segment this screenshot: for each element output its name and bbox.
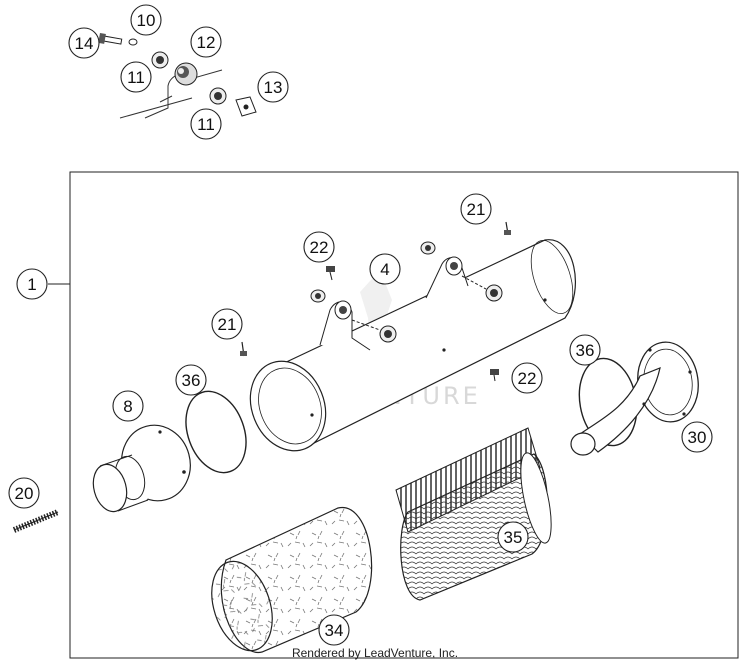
callout-13: 13 xyxy=(257,71,289,103)
callout-4: 4 xyxy=(369,253,401,285)
assembly-frame xyxy=(69,171,739,659)
callout-36-right: 36 xyxy=(569,334,601,366)
svg-text:1: 1 xyxy=(27,275,36,294)
svg-text:36: 36 xyxy=(182,371,201,390)
callout-11-top: 11 xyxy=(120,61,152,93)
svg-text:20: 20 xyxy=(15,484,34,503)
svg-text:10: 10 xyxy=(137,11,156,30)
svg-text:34: 34 xyxy=(325,621,344,640)
svg-text:35: 35 xyxy=(504,528,523,547)
svg-text:22: 22 xyxy=(518,369,537,388)
end-cap-inlet-part xyxy=(92,424,191,513)
callout-21-lower: 21 xyxy=(211,308,243,340)
svg-text:11: 11 xyxy=(127,68,145,87)
screw-part xyxy=(98,33,123,45)
gasket-part-left xyxy=(185,390,247,474)
callout-20: 20 xyxy=(8,477,40,509)
callout-22-upper: 22 xyxy=(303,231,335,263)
svg-text:4: 4 xyxy=(380,260,389,279)
screw-21-lower xyxy=(240,341,247,357)
callout-11-bottom: 11 xyxy=(190,108,222,140)
callout-35: 35 xyxy=(497,521,529,553)
svg-text:21: 21 xyxy=(218,315,237,334)
clip-nut-part xyxy=(235,96,257,117)
perforated-core-part xyxy=(395,427,552,601)
callout-22-lower: 22 xyxy=(511,362,543,394)
spring-part xyxy=(12,509,60,533)
end-cap-outlet-part xyxy=(570,341,699,456)
callout-8: 8 xyxy=(112,390,144,422)
muffler-mount-bushings xyxy=(310,241,503,343)
footer-credit: Rendered by LeadVenture, Inc. xyxy=(291,646,459,660)
svg-text:14: 14 xyxy=(75,34,94,53)
rubber-grommet-part xyxy=(174,62,198,86)
svg-text:13: 13 xyxy=(264,78,283,97)
washer-part xyxy=(128,38,138,46)
callout-10: 10 xyxy=(130,4,162,36)
callout-14: 14 xyxy=(68,27,100,59)
callout-30: 30 xyxy=(681,421,713,453)
bushing-part xyxy=(209,87,227,105)
callout-12: 12 xyxy=(190,26,222,58)
svg-text:8: 8 xyxy=(123,397,132,416)
muffler-body-part xyxy=(249,239,576,452)
screw-21-upper xyxy=(504,221,511,235)
bushing-part xyxy=(151,51,169,69)
screw-22-upper xyxy=(326,266,335,281)
svg-text:12: 12 xyxy=(197,33,216,52)
svg-text:30: 30 xyxy=(688,428,707,447)
svg-text:36: 36 xyxy=(576,341,595,360)
callout-36-left: 36 xyxy=(175,364,207,396)
callout-34: 34 xyxy=(318,614,350,646)
callout-1: 1 xyxy=(16,268,48,300)
svg-text:22: 22 xyxy=(310,238,329,257)
svg-text:21: 21 xyxy=(467,200,486,219)
callout-21-upper: 21 xyxy=(460,193,492,225)
screw-22-lower xyxy=(490,369,499,382)
mount-hardware-group xyxy=(98,33,257,119)
callouts: 14 10 12 11 13 11 1 21 22 4 21 36 22 36 … xyxy=(8,4,713,646)
svg-text:11: 11 xyxy=(197,115,215,134)
